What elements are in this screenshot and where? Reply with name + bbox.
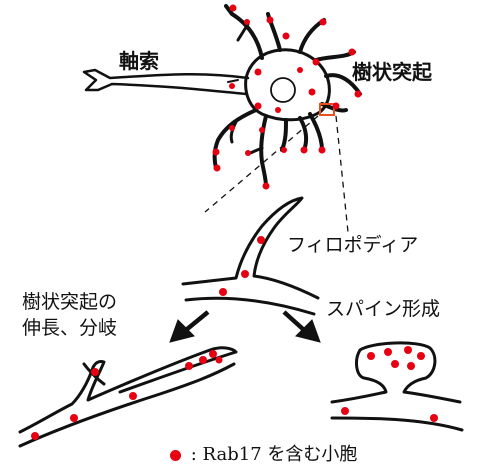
arrow-left-shaft (186, 312, 208, 330)
dendrite-branch (238, 24, 248, 40)
vesicle-dot (241, 270, 249, 278)
vesicle-dot (219, 288, 227, 296)
legend-text: Rab17 を含む小胞 (203, 444, 358, 465)
vesicle-dot (283, 33, 290, 40)
vesicle-dot (31, 432, 39, 440)
vesicle-dot (213, 149, 220, 156)
vesicle-dot (349, 49, 356, 56)
vesicle-dot (320, 19, 327, 26)
axon-label: 軸索 (119, 45, 159, 74)
spine-dendrite-lower (332, 418, 462, 430)
vesicle-dot (301, 147, 308, 154)
vesicle-dot (91, 368, 99, 376)
vesicle-dot (384, 348, 392, 356)
elongation-label-line1: 樹状突起の (22, 287, 117, 314)
vesicle-dot (297, 67, 303, 73)
vesicle-dot (255, 69, 262, 76)
vesicle-dot (245, 150, 251, 156)
vesicle-dot (313, 59, 320, 66)
vesicle-dot (275, 107, 281, 113)
dendrite-branch (316, 52, 354, 60)
vesicle-dot (355, 91, 362, 98)
dendrite-branch (300, 118, 306, 150)
vesicle-dot (129, 392, 137, 400)
spine-panel (332, 343, 462, 430)
dendrite-branch (300, 20, 324, 52)
vesicle-dot (70, 414, 78, 422)
neuron (84, 6, 360, 186)
dendrite-label: 樹状突起 (352, 56, 432, 85)
vesicle-dot (263, 183, 270, 190)
arrows (170, 312, 320, 342)
filopodia-label: フィロポディア (287, 230, 418, 257)
branch-lower-outline (20, 364, 234, 446)
vesicle-dot (430, 414, 438, 422)
vesicle-dot (257, 236, 265, 244)
dendrite-branch (228, 80, 238, 82)
vesicle-dot (404, 346, 412, 354)
vesicle-dot (185, 362, 193, 370)
axon-shape (84, 70, 248, 94)
vesicle-dot (341, 407, 349, 415)
vesicle-dot (367, 352, 375, 360)
vesicle-dot (214, 165, 221, 172)
zoom-lines (205, 116, 348, 232)
nucleus (271, 78, 295, 102)
vesicle-dot (391, 360, 399, 368)
elongation-label-line2: 伸長、分岐 (22, 313, 117, 340)
vesicle-dot (229, 125, 235, 131)
legend: : Rab17 を含む小胞 (170, 440, 357, 466)
spine-formation-label: スパイン形成 (326, 294, 440, 321)
arrow-left-head (170, 320, 194, 342)
legend-separator: : (191, 444, 197, 465)
vesicle-dot (229, 83, 235, 89)
vesicle-dot (209, 350, 217, 358)
dendrite-branch (261, 116, 266, 186)
vesicle-dot (417, 352, 425, 360)
vesicle-dot (199, 356, 207, 364)
dendrite-branch (310, 114, 322, 150)
vesicle-dot (255, 103, 262, 110)
vesicle-dot (281, 147, 287, 153)
vesicle-dot (267, 17, 274, 24)
dendrite-branch (215, 110, 256, 168)
vesicle-dot (259, 127, 265, 133)
vesicle-dot (309, 89, 316, 96)
spine-head-and-neck (332, 343, 460, 402)
vesicle-dot (216, 357, 223, 364)
arrow-right-shaft (284, 312, 304, 330)
legend-vesicle-dot (170, 450, 181, 461)
vesicle-dot (244, 19, 250, 25)
vesicle-dot (319, 147, 326, 154)
vesicle-dot (407, 362, 415, 370)
vesicle-dot (230, 5, 237, 12)
vesicle-dot (333, 103, 340, 110)
